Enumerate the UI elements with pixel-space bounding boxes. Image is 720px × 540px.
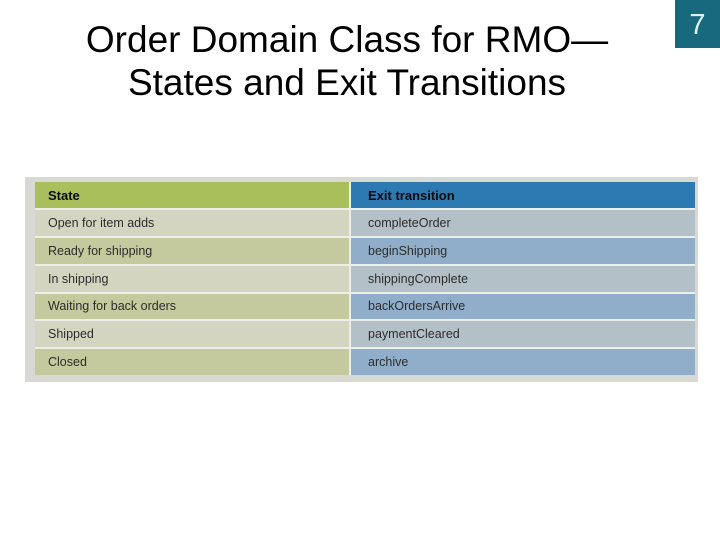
- exit-cell: archive: [351, 349, 695, 375]
- exit-cell: paymentCleared: [351, 321, 695, 348]
- exit-cell: shippingComplete: [351, 265, 695, 292]
- states-table-panel: State Exit transition Open for item adds…: [25, 177, 698, 382]
- state-cell: Shipped: [35, 321, 349, 348]
- exit-cell: completeOrder: [351, 210, 695, 236]
- column-header-exit-transition: Exit transition: [351, 182, 695, 208]
- page-number: 7: [689, 8, 706, 41]
- exit-cell: beginShipping: [351, 237, 695, 264]
- slide-title-line-1: Order Domain Class for RMO—: [85, 19, 609, 60]
- states-table: State Exit transition Open for item adds…: [35, 182, 695, 375]
- page-number-badge: 7: [675, 0, 720, 48]
- column-header-state: State: [35, 182, 349, 208]
- exit-cell: backOrdersArrive: [351, 293, 695, 320]
- state-cell: Waiting for back orders: [35, 293, 349, 320]
- state-cell: In shipping: [35, 265, 349, 292]
- slide-title-line-2: States and Exit Transitions: [127, 62, 567, 103]
- state-cell: Closed: [35, 349, 349, 375]
- state-cell: Open for item adds: [35, 210, 349, 236]
- state-cell: Ready for shipping: [35, 237, 349, 264]
- slide-title: Order Domain Class for RMO— States and E…: [0, 18, 694, 104]
